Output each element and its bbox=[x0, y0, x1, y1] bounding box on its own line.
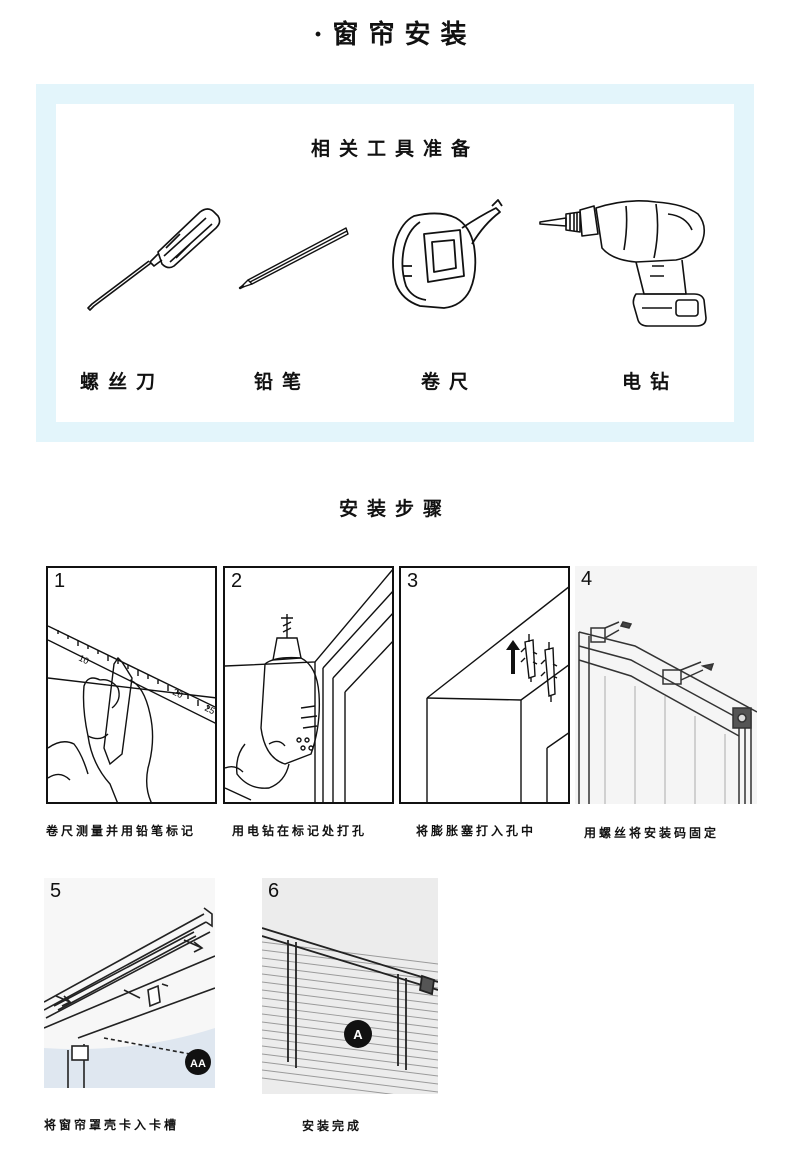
electric-drill-icon bbox=[539, 200, 707, 327]
step-number: 1 bbox=[54, 570, 66, 592]
page-title: ·窗帘安装 bbox=[313, 20, 477, 50]
measure-and-mark-drawing: 10 20 25 bbox=[48, 625, 216, 802]
step-3-illustration: 3 bbox=[399, 566, 570, 804]
step-4-photo: 4 bbox=[575, 566, 757, 804]
steps-title: 安装步骤 bbox=[338, 498, 451, 520]
ruler-tick-25: 25 bbox=[203, 703, 216, 716]
step-5-photo: 5 AA bbox=[44, 878, 215, 1088]
tools-panel-inner: 相关工具准备 bbox=[56, 104, 734, 422]
tool-label-tape-measure: 卷尺 bbox=[421, 371, 478, 393]
step-1-caption: 卷尺测量并用铅笔标记 bbox=[46, 824, 197, 838]
insert-wall-plug-drawing bbox=[426, 586, 568, 802]
pencil-icon bbox=[238, 227, 349, 290]
tools-title: 相关工具准备 bbox=[310, 138, 479, 160]
step-3-caption: 将膨胀塞打入孔中 bbox=[416, 824, 537, 838]
tool-label-screwdriver: 螺丝刀 bbox=[80, 371, 165, 393]
step-5-caption: 将窗帘罩壳卡入卡槽 bbox=[44, 1118, 180, 1132]
ruler-tick-20: 20 bbox=[171, 687, 184, 700]
step-2-illustration: 2 bbox=[223, 566, 394, 804]
tool-label-electric-drill: 电钻 bbox=[622, 371, 679, 393]
installation-complete-drawing: A bbox=[262, 878, 438, 1094]
step-2-caption: 用电钻在标记处打孔 bbox=[232, 824, 368, 838]
fix-brackets-drawing bbox=[575, 566, 757, 804]
tool-label-pencil: 铅笔 bbox=[254, 371, 311, 393]
drill-hole-drawing bbox=[225, 569, 392, 802]
step-number: 5 bbox=[50, 880, 62, 902]
step-number: 4 bbox=[581, 568, 593, 590]
step-5-badge: AA bbox=[190, 1058, 206, 1070]
step-6-badge: A bbox=[353, 1027, 363, 1042]
snap-cover-drawing: AA bbox=[44, 878, 215, 1088]
step-1-illustration: 1 10 20 25 bbox=[46, 566, 217, 804]
step-number: 6 bbox=[268, 880, 280, 902]
step-4-caption: 用螺丝将安装码固定 bbox=[584, 826, 720, 840]
step-number: 2 bbox=[231, 570, 243, 592]
step-number: 3 bbox=[407, 570, 419, 592]
screwdriver-icon bbox=[87, 208, 221, 311]
tape-measure-icon bbox=[392, 199, 503, 309]
ruler-tick-10: 10 bbox=[77, 653, 90, 666]
step-6-caption: 安装完成 bbox=[302, 1119, 363, 1133]
step-6-photo: 6 A bbox=[262, 878, 438, 1094]
tools-panel: 相关工具准备 bbox=[36, 84, 754, 442]
